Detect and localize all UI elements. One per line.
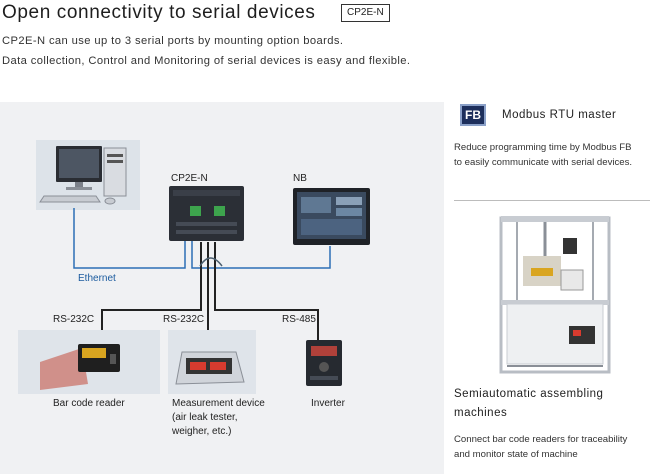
application-desc-line2: and monitor state of machine: [454, 449, 578, 460]
device2-label-line1: Measurement device: [172, 398, 265, 409]
section-divider: [454, 200, 650, 201]
product-badge: CP2E-N: [341, 4, 390, 22]
hmi-label: NB: [293, 173, 307, 184]
feature-desc-line1: Reduce programming time by Modbus FB: [454, 142, 632, 153]
feature-description: Reduce programming time by Modbus FB to …: [454, 140, 650, 170]
plc-icon: [169, 186, 244, 241]
assembling-machine-image: [499, 216, 611, 374]
hmi-icon: [293, 188, 370, 245]
feature-desc-line2: to easily communicate with serial device…: [454, 157, 633, 168]
barcode-reader-icon: [18, 330, 160, 394]
serial-line-1: [101, 242, 202, 330]
intro-line-1: CP2E-N can use up to 3 serial ports by m…: [2, 35, 344, 47]
port1-label: RS-232C: [53, 314, 95, 325]
page-title: Open connectivity to serial devices: [2, 2, 316, 23]
ethernet-line-hmi: [191, 240, 331, 269]
port3-label: RS-485: [282, 314, 316, 325]
fb-icon: FB: [460, 104, 486, 126]
application-desc-line1: Connect bar code readers for traceabilit…: [454, 434, 628, 445]
plc-label: CP2E-N: [171, 173, 208, 184]
device1-label: Bar code reader: [53, 398, 125, 409]
device3-label: Inverter: [311, 398, 345, 409]
measurement-device-icon: [168, 330, 256, 394]
application-title-line2: machines: [454, 407, 508, 419]
feature-title: Modbus RTU master: [502, 109, 617, 121]
cable-bend: [199, 257, 223, 267]
ethernet-line-pc: [73, 208, 186, 269]
application-description: Connect bar code readers for traceabilit…: [454, 432, 650, 462]
device2-label-line3: weigher, etc.): [172, 426, 232, 437]
application-title-line1: Semiautomatic assembling: [454, 388, 604, 400]
inverter-icon: [306, 340, 342, 386]
port2-label: RS-232C: [163, 314, 205, 325]
device2-label: Measurement device (air leak tester, wei…: [172, 397, 265, 439]
ethernet-label: Ethernet: [78, 273, 116, 284]
serial-line-3: [214, 242, 319, 340]
connection-diagram: [18, 140, 370, 394]
device2-label-line2: (air leak tester,: [172, 412, 238, 423]
pc-icon: [39, 146, 127, 205]
intro-line-2: Data collection, Control and Monitoring …: [2, 55, 411, 67]
